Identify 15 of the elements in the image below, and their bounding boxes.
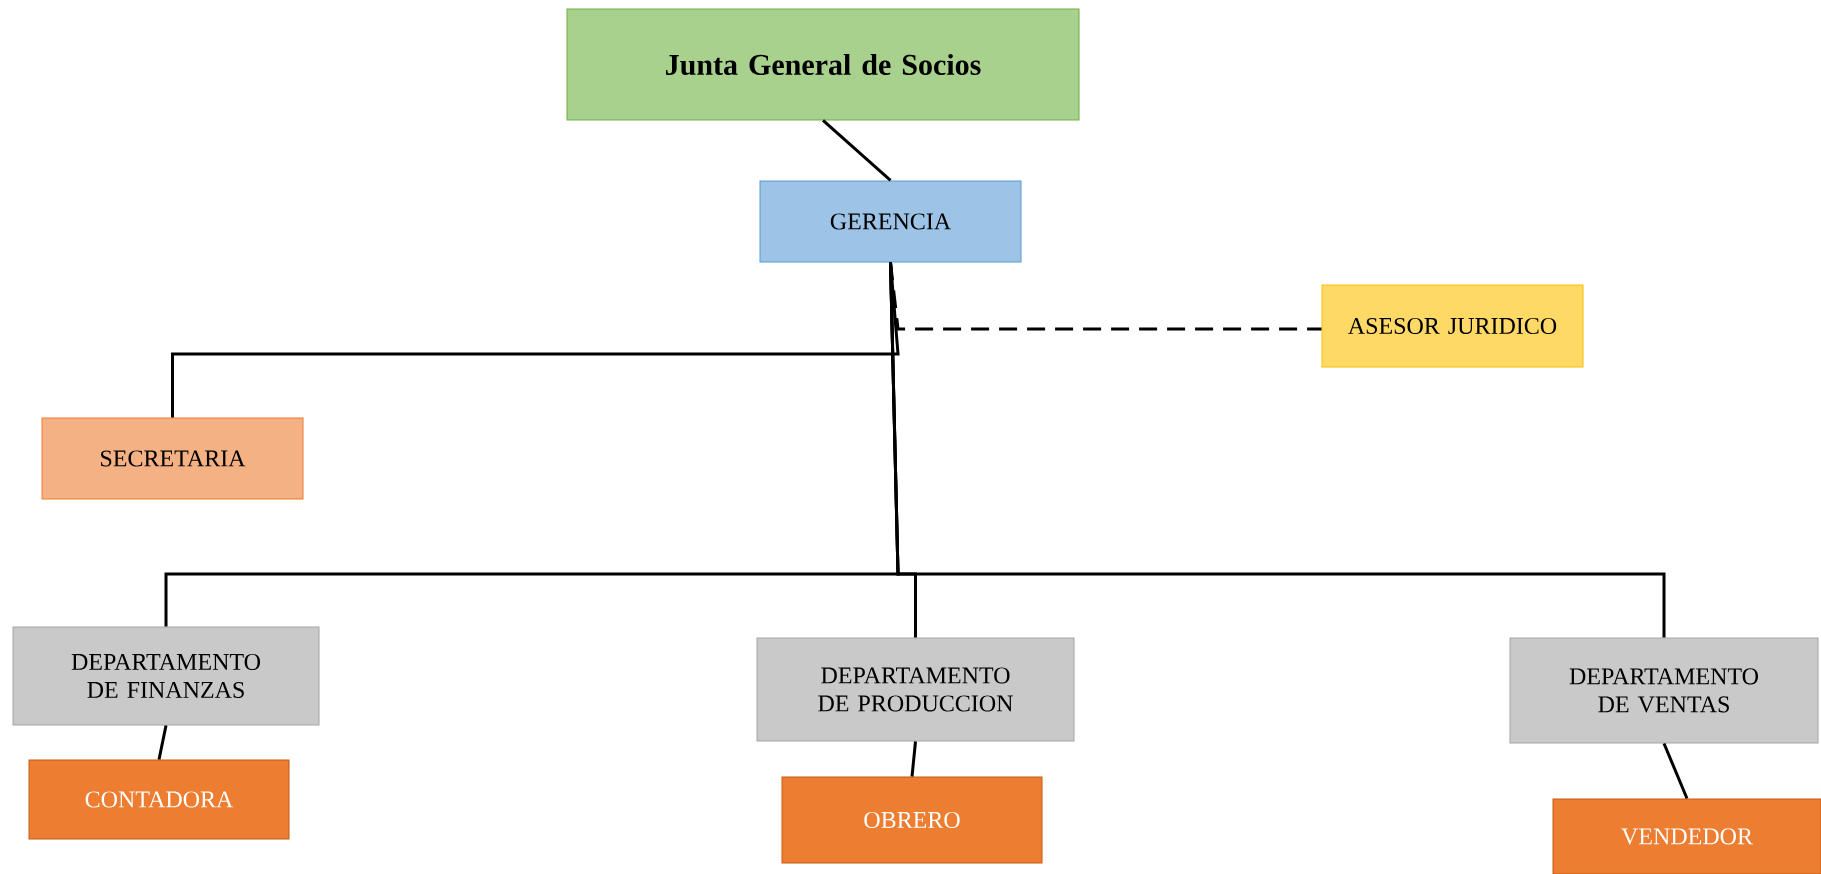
- org-box: SECRETARIA: [41, 417, 304, 500]
- org-box: DEPARTAMENTO DE VENTAS: [1509, 637, 1819, 744]
- connector-line: [822, 119, 892, 182]
- org-box: ASESOR JURIDICO: [1321, 284, 1584, 368]
- title-box: Junta General de Socios: [566, 8, 1080, 121]
- connector-line: [157, 725, 168, 760]
- connector-line: [1662, 742, 1689, 800]
- org-box: VENDEDOR: [1552, 798, 1821, 874]
- org-box: CONTADORA: [28, 759, 290, 840]
- org-box: OBRERO: [781, 776, 1043, 864]
- org-box: DEPARTAMENTO DE FINANZAS: [12, 626, 320, 726]
- org-box: DEPARTAMENTO DE PRODUCCION: [756, 637, 1075, 742]
- connector-line: [910, 741, 917, 777]
- org-box: GERENCIA: [759, 180, 1022, 263]
- connector-line: [889, 262, 1666, 638]
